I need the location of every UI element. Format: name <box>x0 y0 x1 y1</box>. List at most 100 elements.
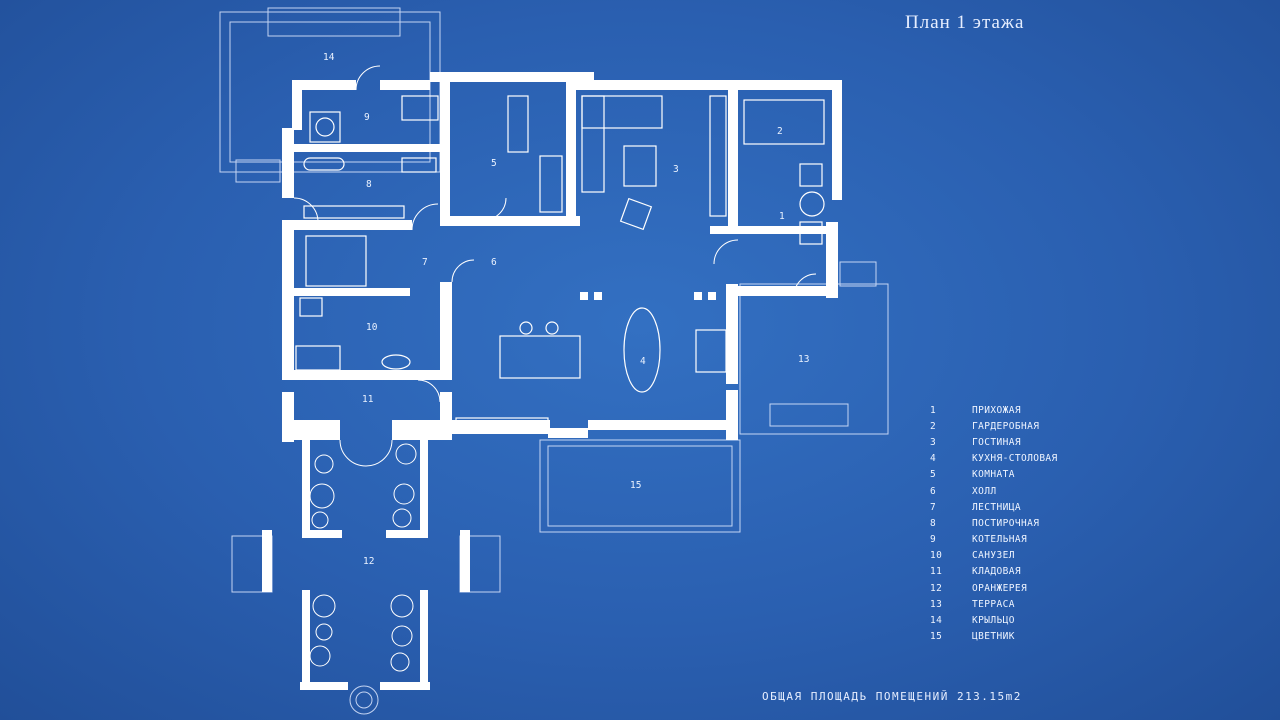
kitchen-island <box>499 335 581 379</box>
legend-number: 1 <box>930 404 937 416</box>
room-label-14: 14 <box>323 52 335 63</box>
sink-unit <box>401 95 439 121</box>
greenhouse-plants <box>309 443 417 672</box>
plant-icon <box>315 623 333 641</box>
hall-round-table <box>799 191 825 217</box>
room-label-10: 10 <box>366 322 378 333</box>
room-label-8: 8 <box>366 179 372 190</box>
plant-icon <box>314 454 334 474</box>
legend-room-name: КОТЕЛЬНАЯ <box>972 534 1028 546</box>
legend-number: 15 <box>930 631 943 643</box>
legend-row: 7 ЛЕСТНИЦА <box>930 499 1058 515</box>
legend-room-name: ХОЛЛ <box>972 485 997 497</box>
sofa <box>581 95 663 129</box>
plant-icon <box>312 594 336 618</box>
plant-icon <box>311 511 329 529</box>
room-label-6: 6 <box>491 257 497 268</box>
hall-chair <box>799 221 823 245</box>
flowerbed-inner <box>547 445 733 527</box>
legend-row: 15 ЦВЕТНИК <box>930 629 1058 645</box>
boiler <box>309 111 341 143</box>
legend-room-name: ЛЕСТНИЦА <box>972 501 1021 513</box>
legend-row: 10 САНУЗЕЛ <box>930 548 1058 564</box>
room-label-4: 4 <box>640 356 646 367</box>
room-label-2: 2 <box>777 126 783 137</box>
laundry-bench <box>303 157 345 171</box>
legend-number: 7 <box>930 501 937 513</box>
legend-room-name: САНУЗЕЛ <box>972 550 1015 562</box>
plant-icon <box>390 594 414 618</box>
plant-icon <box>395 443 417 465</box>
kitchen-counter <box>455 417 549 429</box>
plant-icon <box>392 508 412 528</box>
room-label-12: 12 <box>363 556 374 567</box>
room-label-1: 1 <box>779 211 785 222</box>
coffee-table <box>623 145 657 187</box>
legend-room-name: КРЫЛЬЦО <box>972 615 1015 627</box>
furniture <box>295 95 825 429</box>
legend-number: 5 <box>930 469 937 481</box>
room-label-13: 13 <box>798 354 809 365</box>
room-label-5: 5 <box>491 158 497 169</box>
room-label-11: 11 <box>362 394 374 405</box>
porch-inner-outline <box>229 21 431 163</box>
legend-room-name: ГАРДЕРОБНАЯ <box>972 420 1040 432</box>
legend-number: 8 <box>930 517 937 529</box>
legend-number: 12 <box>930 582 943 594</box>
legend-number: 14 <box>930 615 943 627</box>
legend-number: 9 <box>930 534 937 546</box>
room-labels: 1 2 3 4 5 6 7 8 9 10 11 12 13 14 15 <box>323 52 809 567</box>
legend-room-name: ПРИХОЖАЯ <box>972 404 1021 416</box>
bar-stool <box>519 321 533 335</box>
legend-row: 1 ПРИХОЖАЯ <box>930 402 1058 418</box>
room-label-15: 15 <box>630 480 641 491</box>
plant-icon <box>309 645 331 667</box>
room-legend: 1 ПРИХОЖАЯ 2 ГАРДЕРОБНАЯ 3 ГОСТИНАЯ 4 КУ… <box>930 402 1058 645</box>
porch-side-steps <box>235 159 281 183</box>
legend-row: 5 КОМНАТА <box>930 467 1058 483</box>
legend-number: 3 <box>930 436 937 448</box>
terrace-side-steps <box>839 261 877 287</box>
legend-number: 10 <box>930 550 943 562</box>
legend-room-name: ПОСТИРОЧНАЯ <box>972 517 1040 529</box>
hall-chair <box>799 163 823 187</box>
legend-row: 8 ПОСТИРОЧНАЯ <box>930 515 1058 531</box>
tv-unit <box>709 95 727 217</box>
staircase <box>305 235 367 287</box>
flowerbed-outline <box>539 439 741 533</box>
outdoor-outlines <box>219 7 889 715</box>
greenhouse-fountain <box>349 685 379 715</box>
legend-room-name: ЦВЕТНИК <box>972 631 1015 643</box>
legend-room-name: ГОСТИНАЯ <box>972 436 1021 448</box>
porch-steps <box>267 7 401 37</box>
plant-icon <box>391 625 413 647</box>
armchair <box>619 197 653 231</box>
plant-icon <box>390 652 410 672</box>
legend-number: 4 <box>930 453 937 465</box>
terrace-steps <box>769 403 849 427</box>
sofa-side <box>581 95 605 193</box>
legend-room-name: ТЕРРАСА <box>972 598 1015 610</box>
legend-room-name: ОРАНЖЕРЕЯ <box>972 582 1028 594</box>
legend-row: 2 ГАРДЕРОБНАЯ <box>930 418 1058 434</box>
legend-number: 11 <box>930 566 943 578</box>
bathtub <box>295 345 341 371</box>
door-swings <box>293 65 817 467</box>
plant-icon <box>309 483 335 509</box>
room-label-3: 3 <box>673 164 679 175</box>
legend-row: 6 ХОЛЛ <box>930 483 1058 499</box>
greenhouse-fountain-inner <box>355 691 373 709</box>
plant-icon <box>393 483 415 505</box>
legend-row: 9 КОТЕЛЬНАЯ <box>930 532 1058 548</box>
washbasin <box>381 354 411 370</box>
total-area-caption: ОБЩАЯ ПЛОЩАДЬ ПОМЕЩЕНИЙ 213.15m2 <box>762 690 1022 703</box>
plan-title: План 1 этажа <box>905 12 1025 33</box>
walls <box>262 72 842 690</box>
legend-row: 12 ОРАНЖЕРЕЯ <box>930 580 1058 596</box>
bed <box>539 155 563 213</box>
legend-row: 14 КРЫЛЬЦО <box>930 612 1058 628</box>
terrace-outline <box>739 283 889 435</box>
legend-number: 13 <box>930 598 943 610</box>
room-label-7: 7 <box>422 257 428 268</box>
